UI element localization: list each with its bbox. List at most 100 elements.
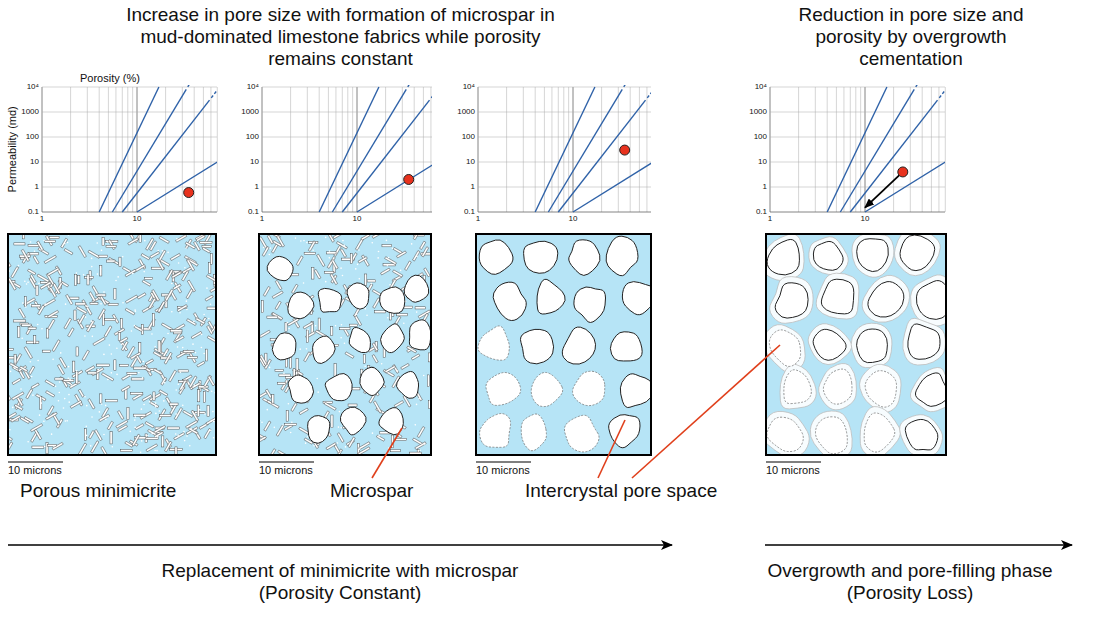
microspar-crystal: [318, 288, 341, 312]
micrite-particle: [343, 245, 345, 247]
trend-line-extension: [431, 91, 432, 98]
fabric-panel: [476, 234, 655, 462]
tick-label: 100: [741, 132, 767, 141]
micrite-particle: [418, 398, 420, 400]
micrite-crystal: [162, 436, 164, 447]
micrite-particle: [299, 348, 301, 350]
micrite-crystal: [142, 394, 152, 401]
grid-line: [290, 87, 291, 212]
micrite-particle: [27, 441, 29, 443]
overgrowth-cement: [903, 318, 946, 365]
micrite-crystal: [195, 411, 206, 413]
micrite-particle: [131, 330, 133, 332]
residual-pore: [766, 234, 946, 455]
micrite-particle: [182, 347, 184, 349]
micrite-particle: [313, 445, 315, 447]
micrite-crystal: [89, 292, 96, 302]
heading: Increase in pore size with formation of …: [118, 4, 563, 70]
micrite-particle: [111, 353, 113, 355]
micrite-crystal: [203, 391, 205, 402]
fabric-panel: [254, 228, 432, 462]
microspar-crystal: [493, 282, 526, 320]
micrite-crystal: [18, 308, 25, 318]
tick-label: 100: [233, 132, 259, 141]
micrite-crystal: [177, 305, 187, 312]
tick-label: 10⁴: [13, 82, 39, 91]
microspar-crystal: [531, 372, 562, 406]
micrite-crystal: [272, 291, 283, 299]
micrite-particle: [91, 416, 93, 418]
micrite-particle: [44, 303, 46, 305]
pore-ground: [259, 234, 431, 455]
micrite-particle: [143, 361, 145, 363]
micrite-particle: [162, 250, 164, 252]
micrite-particle: [178, 383, 180, 385]
micrite-crystal: [373, 298, 380, 309]
micrite-crystal: [308, 241, 315, 252]
micrite-particle: [111, 372, 113, 374]
grid-line: [262, 212, 432, 213]
micrite-particle: [26, 283, 28, 285]
micrite-particle: [22, 302, 24, 304]
micrite-crystal: [99, 414, 110, 422]
porosity-permeability-charts: [42, 77, 952, 212]
micrite-particle: [52, 359, 54, 361]
grid-line: [563, 87, 564, 212]
micrite-crystal: [358, 447, 370, 455]
micrite-particle: [90, 320, 92, 322]
micrite-crystal: [172, 271, 182, 278]
micrite-particle: [159, 410, 161, 412]
micrite-particle: [30, 361, 32, 363]
micrite-particle: [39, 396, 41, 398]
micrite-crystal: [170, 253, 180, 260]
grid-line: [770, 87, 945, 88]
micrite-particle: [290, 432, 292, 434]
grid-line: [347, 87, 348, 212]
micrite-crystal: [26, 341, 39, 343]
micrite-particle: [96, 242, 98, 244]
micrite-crystal: [98, 309, 106, 320]
micrite-crystal: [22, 324, 32, 326]
trend-lines: [99, 85, 217, 212]
micrite-particle: [157, 436, 159, 438]
tick-label: 100: [449, 132, 475, 141]
microspar-crystal: [396, 371, 418, 398]
micrite-crystal: [312, 267, 314, 279]
micrite-crystal: [146, 444, 158, 452]
micrite-particle: [213, 437, 215, 439]
micrite-particle: [184, 267, 186, 269]
micrite-particle: [166, 351, 168, 353]
microspar-crystal: [908, 324, 940, 359]
micrite-crystal: [8, 278, 16, 290]
grid-line: [262, 162, 432, 163]
micrite-particle: [340, 427, 342, 429]
process-label: Overgrowth and pore-filling phase (Poros…: [740, 560, 1080, 604]
micrite-crystal: [106, 400, 118, 402]
tick-label: 100: [13, 132, 39, 141]
micrite-particle: [194, 413, 196, 415]
microspar-crystal: [916, 281, 946, 320]
micrite-crystal: [334, 445, 340, 453]
scale-label: 10 microns: [476, 464, 566, 477]
micrite-particle: [143, 271, 145, 273]
micrite-particle: [185, 247, 187, 249]
micrite-particle: [341, 324, 343, 326]
trend-line: [850, 100, 937, 212]
micrite-particle: [386, 240, 388, 242]
grid-line: [478, 87, 479, 212]
micrite-particle: [30, 241, 32, 243]
micrite-particle: [317, 391, 319, 393]
micrite-crystal: [324, 402, 336, 410]
micrite-crystal: [372, 355, 378, 363]
micrite-crystal: [183, 410, 193, 417]
micrite-crystal: [275, 280, 282, 289]
micrite-crystal: [137, 293, 146, 299]
micrite-particle: [175, 413, 177, 415]
micrite-particle: [98, 369, 100, 371]
micrite-crystal: [14, 354, 16, 363]
micrite-crystal: [134, 367, 147, 369]
micrite-crystal: [78, 389, 84, 397]
tick-label: 10: [233, 157, 259, 166]
micrite-particle: [186, 309, 188, 311]
